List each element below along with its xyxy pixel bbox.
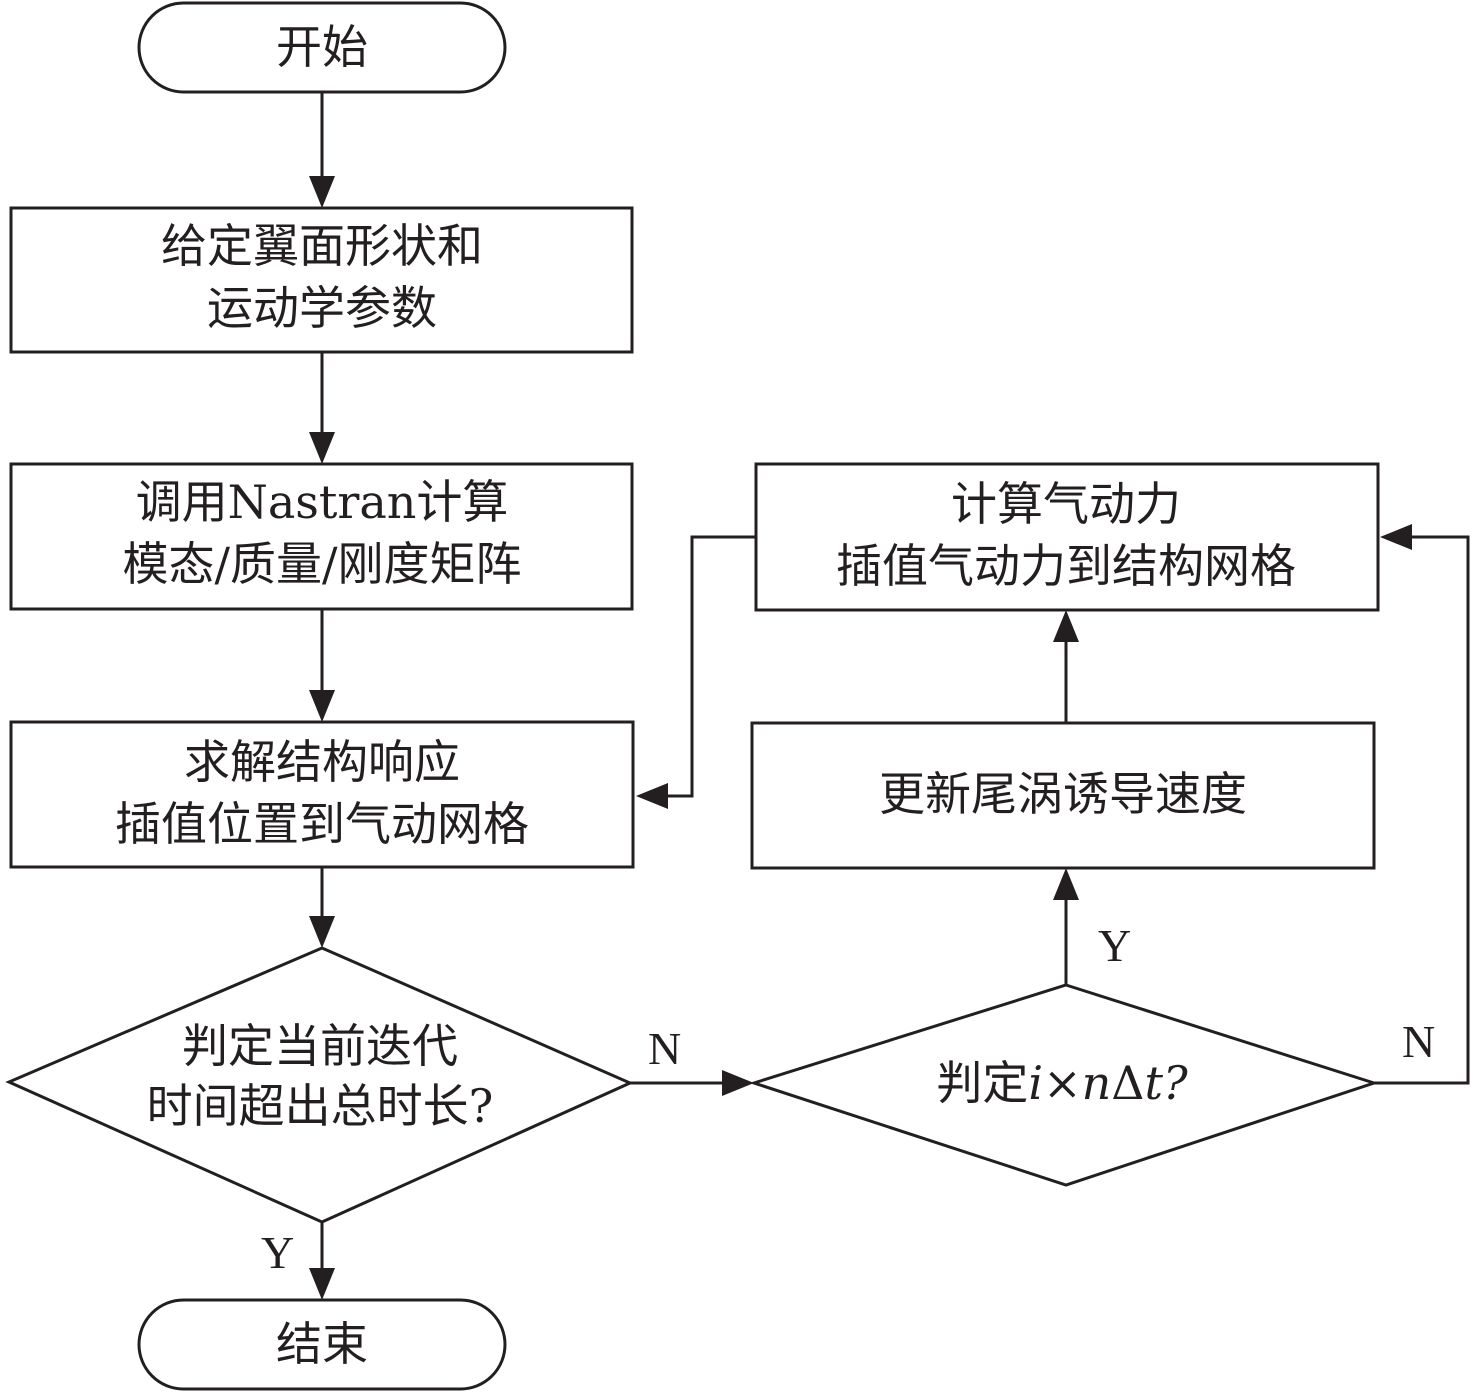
check-total-time-line-2: 时间超出总时长? <box>147 1079 494 1133</box>
solve-structure-line-2: 插值位置到气动网格 <box>115 797 529 851</box>
nastran-line-1: 调用Nastran计算 <box>136 475 509 529</box>
input-params-line-1: 给定翼面形状和 <box>161 219 483 273</box>
input-params-line-2: 运动学参数 <box>207 281 437 335</box>
input-params-node: 给定翼面形状和 运动学参数 <box>9 206 634 354</box>
check-total-time-line-1: 判定当前迭代 <box>182 1019 458 1073</box>
end-node: 结束 <box>137 1298 507 1391</box>
check-step-label: 判定i×nΔt? <box>936 1056 1188 1110</box>
update-wake-label: 更新尾涡诱导速度 <box>879 767 1247 821</box>
arrow-head-icon <box>309 916 335 948</box>
arrow-head-icon <box>309 432 335 464</box>
solve-structure-line-1: 求解结构响应 <box>184 735 460 789</box>
connectors <box>309 92 1470 1300</box>
arrow-head-icon <box>722 1070 754 1096</box>
arrow-head-icon <box>1053 868 1079 900</box>
start-node: 开始 <box>137 1 507 94</box>
nastran-line-2: 模态/质量/刚度矩阵 <box>123 537 522 591</box>
end-label: 结束 <box>276 1317 368 1371</box>
aero-force-line-1: 计算气动力 <box>951 477 1181 531</box>
update-wake-node: 更新尾涡诱导速度 <box>750 721 1376 870</box>
start-label: 开始 <box>276 20 368 74</box>
aero-force-node: 计算气动力 插值气动力到结构网格 <box>754 462 1380 612</box>
arrow-head-icon <box>1053 610 1079 642</box>
arrow-head-icon <box>309 176 335 208</box>
arrow-head-icon <box>309 690 335 722</box>
arrow-head-icon <box>636 783 668 809</box>
arrow-head-icon <box>1380 524 1412 550</box>
nastran-node: 调用Nastran计算 模态/质量/刚度矩阵 <box>9 462 634 611</box>
edge-label-step-no: N <box>1402 1016 1435 1067</box>
aero-force-line-2: 插值气动力到结构网格 <box>836 539 1296 593</box>
solve-structure-node: 求解结构响应 插值位置到气动网格 <box>9 720 635 869</box>
check-total-time-node: 判定当前迭代 时间超出总时长? <box>5 946 634 1224</box>
edge-label-total-time-yes: Y <box>261 1227 294 1278</box>
edge-label-step-yes: Y <box>1098 920 1131 971</box>
check-step-node: 判定i×nΔt? <box>749 983 1379 1187</box>
arrow-step-to-aero-no <box>1374 535 1470 1085</box>
arrow-head-icon <box>309 1268 335 1300</box>
arrow-aero-to-solve <box>662 535 756 798</box>
edge-label-total-time-no: N <box>648 1023 681 1074</box>
